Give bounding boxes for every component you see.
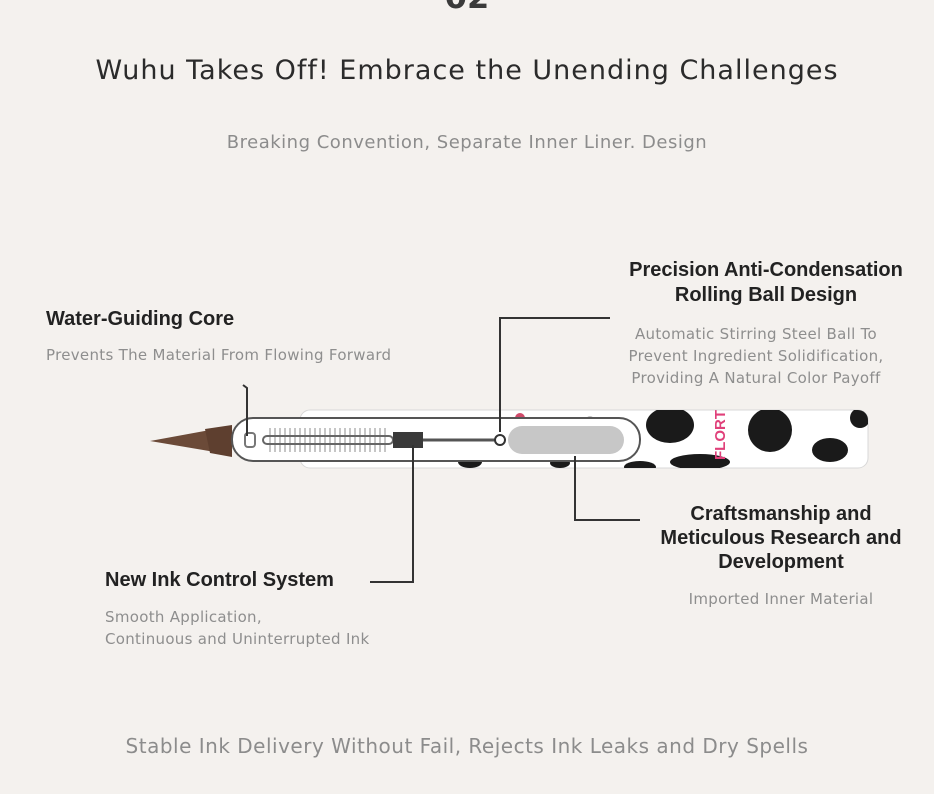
cow-spot [646,410,694,443]
ink-control-desc: Smooth Application, Continuous and Unint… [105,606,369,650]
craftsmanship-title: Craftsmanship and Meticulous Research an… [636,502,926,574]
ink-control-title: New Ink Control System [105,569,334,591]
cow-spot [748,410,792,452]
leader-craftsmanship [574,456,640,521]
craftsmanship-desc: Imported Inner Material [688,590,874,608]
rolling-ball-title-line2: Rolling Ball Design [674,284,858,306]
rolling-ball-desc-line2: Prevent Ingredient Solidification, [628,347,884,365]
rolling-ball-desc: Automatic Stirring Steel Ball To Prevent… [586,323,926,389]
footer-tagline: Stable Ink Delivery Without Fail, Reject… [125,734,809,758]
rolling-ball-title: Precision Anti-Condensation Rolling Ball… [596,258,934,308]
leader-water-core [242,384,248,436]
page-number: 02 [0,0,934,16]
headline: Wuhu Takes Off! Embrace the Unending Cha… [95,55,839,86]
rolling-ball-desc-line1: Automatic Stirring Steel Ball To [634,325,878,343]
ink-reservoir [508,426,624,454]
brush-tip [150,430,215,452]
rolling-ball-desc-line3: Providing A Natural Color Payoff [631,369,881,387]
pen-brand: FLORT [712,410,729,460]
craftsmanship-title-line1: Craftsmanship and [690,503,872,525]
water-core-desc: Prevents The Material From Flowing Forwa… [46,346,392,364]
inner-liner [231,417,641,462]
cow-spot [624,461,656,468]
cow-spot [850,410,868,428]
cow-spot [812,438,848,462]
cow-spot [670,454,730,468]
craftsmanship-title-line2: Meticulous Research and [660,527,902,549]
water-core-title: Water-Guiding Core [46,308,235,330]
ink-control-desc-line2: Continuous and Uninterrupted Ink [105,630,370,648]
craftsmanship-title-line3: Development [718,551,844,573]
leader-ink-control [370,445,414,583]
subheadline: Breaking Convention, Separate Inner Line… [226,132,708,153]
rolling-ball [494,434,506,446]
rolling-ball-title-line1: Precision Anti-Condensation [629,259,903,281]
leader-rolling-ball [499,317,610,432]
ink-control-desc-line1: Smooth Application, [105,608,262,626]
